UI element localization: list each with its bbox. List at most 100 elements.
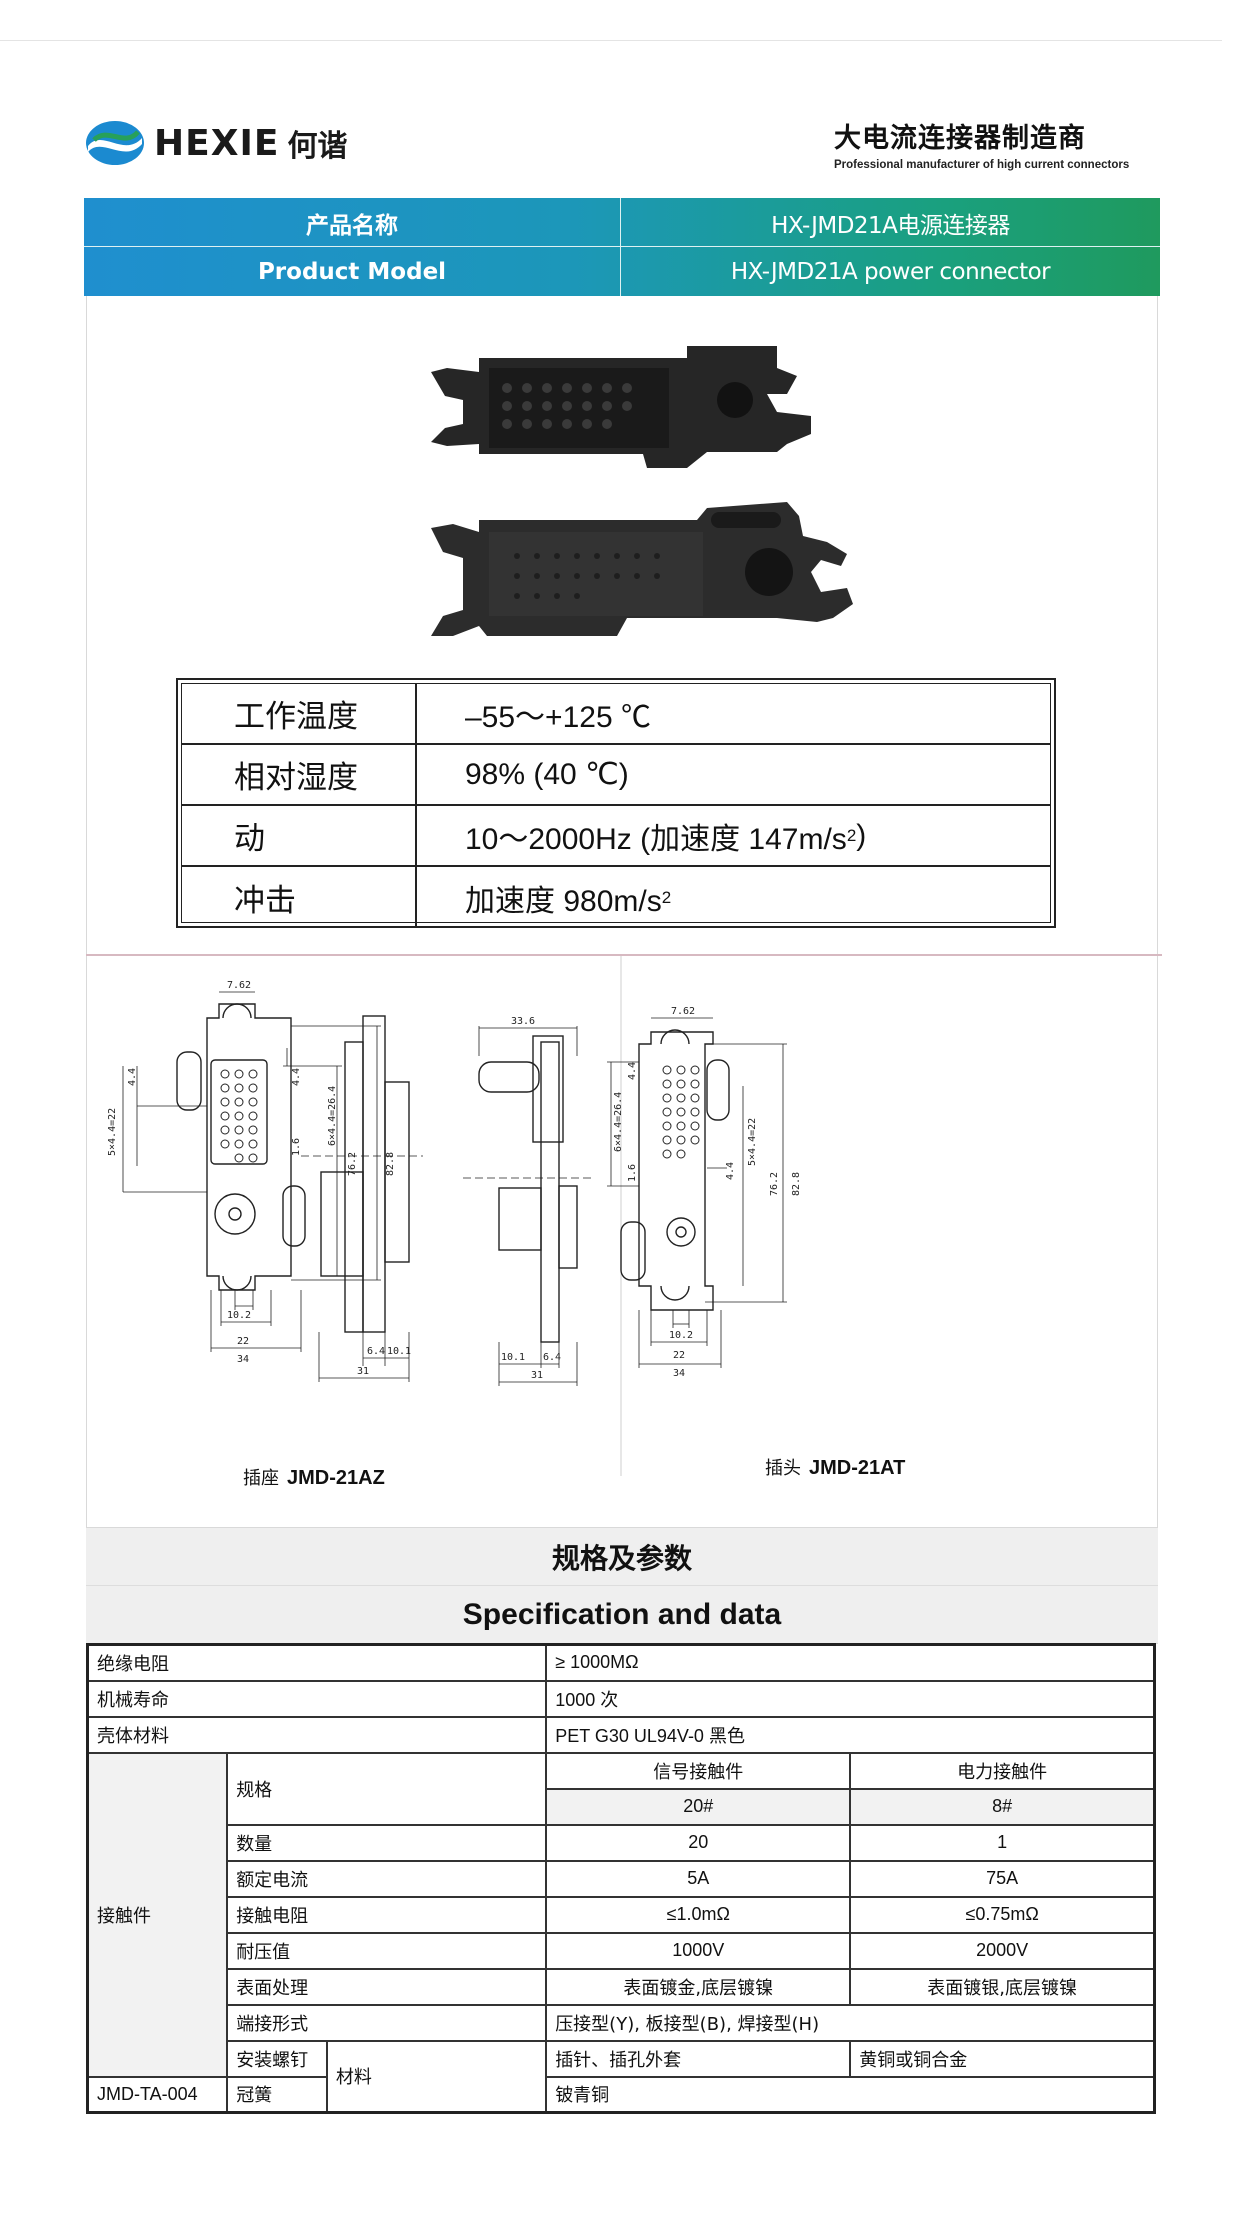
table-row: 壳体材料 PET G30 UL94V-0 黑色 [86,1715,1156,1754]
spec-value: 2000V [849,1931,1156,1970]
spec-title-en: Specification and data [86,1586,1158,1644]
dim-label: 10.2 [669,1330,693,1341]
spec-value: 1000V [545,1931,852,1970]
dim-label: 10.1 [387,1346,411,1357]
page-header: HEXIE 何谐 大电流连接器制造商 Professional manufact… [84,112,1164,178]
spec-value: JMD-TA-004 [86,2075,229,2114]
caption-model: JMD-21AZ [287,1467,385,1489]
spec-value: 75A [849,1859,1156,1898]
table-row: 表面处理 表面镀金,底层镀镍 表面镀银,底层镀镍 [88,1967,1156,2006]
connector-photo [431,346,853,636]
spec-value: 铍青铜 [545,2075,1156,2114]
dim-label: 1.6 [291,1138,302,1156]
spec-key: 端接形式 [226,2003,548,2042]
dim-label: 82.8 [385,1152,396,1176]
spec-value: PET G30 UL94V-0 黑色 [545,1715,1156,1754]
top-divider [0,40,1222,41]
table-row: 安装螺钉 材料 插针、插孔外套 黄铜或铜合金 [88,2039,1156,2114]
spec-value: 1 [849,1823,1156,1862]
hexie-logo-icon [86,121,144,165]
plug-side-view [463,1026,591,1386]
table-row: 数量 20 1 [88,1823,1156,1862]
spec-table: 绝缘电阻 ≥ 1000MΩ 机械寿命 1000 次 壳体材料 PET G30 U… [86,1643,1156,2114]
product-banner: 产品名称 HX-JMD21A电源连接器 Product Model HX-JMD… [84,198,1160,296]
env-row-humidity: 相对湿度 98% (40 ℃) [182,745,1050,806]
dim-label: 34 [673,1368,685,1379]
spec-title-cn: 规格及参数 [86,1528,1158,1586]
plug-front-view [607,1017,787,1368]
banner-divider [84,246,1160,247]
spec-key: 数量 [226,1823,548,1862]
dim-label: 5×4.4=22 [107,1108,118,1156]
env-key: 动 [182,806,417,865]
dim-label: 34 [237,1354,249,1365]
spec-key: 冠簧 [226,2075,328,2114]
plug-photo [431,502,853,636]
spec-key: 壳体材料 [86,1715,548,1754]
dim-label: 4.4 [291,1068,302,1086]
dim-label: 31 [531,1370,543,1381]
spec-key: 规格 [226,1751,548,1826]
env-value-main: 10～2000Hz (加速度 147m/s [465,822,847,856]
spec-key: 接触电阻 [226,1895,548,1934]
spec-value: 20 [545,1823,852,1862]
banner-divider-vertical [620,198,621,296]
product-photo-area [86,296,1158,954]
table-row: 接触电阻 ≤1.0mΩ ≤0.75mΩ [88,1895,1156,1934]
spec-value: 1000 次 [545,1679,1156,1718]
socket-photo [431,346,811,468]
product-model-value: HX-JMD21A power connector [730,258,1051,285]
dim-label: 7.62 [671,1006,695,1017]
spec-value: ≤0.75mΩ [849,1895,1156,1934]
dim-label: 10.2 [227,1310,251,1321]
spec-value: 表面镀金,底层镀镍 [545,1967,852,2006]
dim-label: 6.4 [543,1352,561,1363]
spec-key: 额定电流 [226,1859,548,1898]
env-value-end: ) [856,818,867,852]
caption-model: JMD-21AT [809,1457,906,1479]
product-model-label: Product Model [257,258,447,285]
env-row-temperature: 工作温度 –55～+125 ℃ [182,684,1050,745]
table-row: 额定电流 5A 75A [88,1859,1156,1898]
spec-value: 8# [849,1787,1156,1826]
dim-label: 76.2 [769,1172,780,1196]
spec-key: 插针、插孔外套 [545,2039,852,2078]
spec-value: 压接型(Y), 板接型(B), 焊接型(H) [545,2003,1156,2042]
table-row: 机械寿命 1000 次 [86,1679,1156,1718]
tagline-en: Professional manufacturer of high curren… [834,159,1130,171]
logo-text-en: HEXIE [154,122,280,164]
dim-label: 4.4 [127,1068,138,1086]
dim-label: 1.6 [627,1164,638,1182]
technical-drawing: 7.62 5×4.4=22 4.4 4.4 6×4.4=26.4 1.6 76.… [107,956,802,1476]
environment-table: 工作温度 –55～+125 ℃ 相对湿度 98% (40 ℃) 动 10～200… [176,678,1056,928]
dim-label: 6×4.4=26.4 [327,1086,338,1146]
dim-label: 4.4 [627,1062,638,1080]
dim-label: 4.4 [725,1162,736,1180]
dim-label: 31 [357,1366,369,1377]
technical-drawing-area: 7.62 5×4.4=22 4.4 4.4 6×4.4=26.4 1.6 76.… [86,956,1158,1528]
tagline: 大电流连接器制造商 Professional manufacturer of h… [834,116,1164,171]
spec-key: 耐压值 [226,1931,548,1970]
spec-value: 20# [545,1787,852,1826]
tagline-cn: 大电流连接器制造商 [834,123,1086,154]
product-name-value: HX-JMD21A电源连接器 [771,212,1010,239]
table-row: 耐压值 1000V 2000V [88,1931,1156,1970]
product-name-label: 产品名称 [306,212,398,239]
table-row: 绝缘电阻 ≥ 1000MΩ [86,1643,1156,1682]
spec-header-signal: 信号接触件 [545,1751,852,1790]
env-key: 工作温度 [182,684,417,743]
env-key: 冲击 [182,867,417,928]
section-divider [86,954,1162,956]
spec-key: 绝缘电阻 [86,1643,548,1682]
company-logo: HEXIE 何谐 [84,118,347,168]
spec-value: 5A [545,1859,852,1898]
spec-value: 表面镀银,底层镀镍 [849,1967,1156,2006]
env-value-main: 加速度 980m/s [465,884,662,918]
socket-side-view [301,1015,423,1382]
env-value: –55～+125 ℃ [465,700,651,734]
dim-label: 10.1 [501,1352,525,1363]
